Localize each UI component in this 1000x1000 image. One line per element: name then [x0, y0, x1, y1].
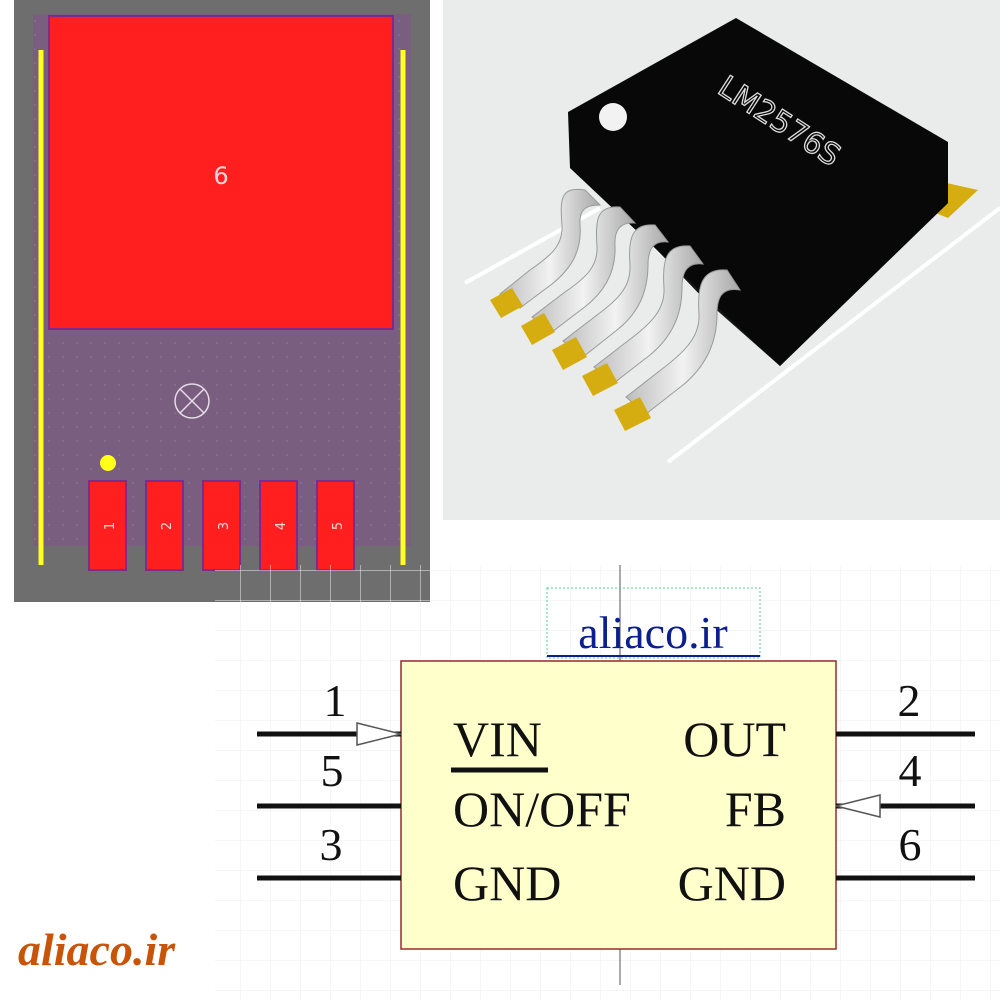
- watermark-text: aliaco.ir: [18, 924, 176, 975]
- pad-5: 5: [316, 480, 355, 571]
- header-link-text[interactable]: aliaco.ir: [578, 607, 727, 658]
- pin-1-indicator-dot: [100, 455, 116, 471]
- pad-6-tab: [48, 15, 394, 330]
- input-arrow-icon: [356, 722, 402, 746]
- pad-2-label: 2: [160, 522, 175, 530]
- feedback-input-arrow-icon: [835, 794, 881, 818]
- pad-1: 1: [88, 480, 127, 571]
- pin-5-on-off: 5 ON/OFF: [257, 745, 631, 837]
- ic-symbol-body: [400, 660, 837, 950]
- 3d-leads: [490, 188, 742, 431]
- ic-body-top: [568, 18, 948, 366]
- pad-1-label: 1: [103, 522, 118, 530]
- pin-1-name: VIN: [453, 711, 542, 767]
- lead-5: [614, 269, 742, 431]
- pin-3-number: 3: [320, 819, 343, 870]
- origin-marker: [174, 383, 210, 419]
- lead-4: [582, 245, 705, 396]
- lead-3: [552, 224, 670, 370]
- pad-3: 3: [202, 480, 241, 571]
- pin-6-gnd: 6 GND: [678, 819, 975, 911]
- pin-2-out: 2 OUT: [683, 675, 975, 767]
- pin-2-name: OUT: [683, 711, 786, 767]
- pin-6-name: GND: [678, 855, 786, 911]
- pcb-footprint-view: 6 1 2 3 4 5: [14, 0, 430, 602]
- pad-4: 4: [259, 480, 298, 571]
- pad-3-label: 3: [217, 522, 232, 530]
- pin-1-vin: 1 VIN: [257, 675, 548, 773]
- lead-2: [521, 206, 637, 345]
- pin-1-number: 1: [324, 675, 347, 726]
- pad-6-label: 6: [213, 162, 228, 190]
- pin-6-number: 6: [899, 819, 922, 870]
- schematic-view: aliaco.ir 1 VIN 5 ON/OFF 3 GND 2 OUT: [215, 565, 1000, 1000]
- pin-4-fb: 4 FB: [725, 745, 975, 837]
- pad-2: 2: [145, 480, 184, 571]
- pad-4-label: 4: [274, 522, 289, 530]
- pin-5-name: ON/OFF: [453, 781, 631, 837]
- 3d-model-view: LM2576S: [443, 0, 1000, 520]
- header-link-box: [546, 587, 761, 659]
- board-edge-line-right: [666, 206, 1000, 464]
- pin-2-number: 2: [898, 675, 921, 726]
- lead-1: [490, 188, 602, 318]
- ic-mounting-hole: [599, 103, 627, 131]
- pin-5-number: 5: [321, 745, 344, 796]
- pin-4-number: 4: [899, 745, 922, 796]
- pin-3-name: GND: [453, 855, 561, 911]
- pin-4-name: FB: [725, 781, 786, 837]
- pin-3-gnd: 3 GND: [257, 819, 561, 911]
- pad-5-label: 5: [331, 522, 346, 530]
